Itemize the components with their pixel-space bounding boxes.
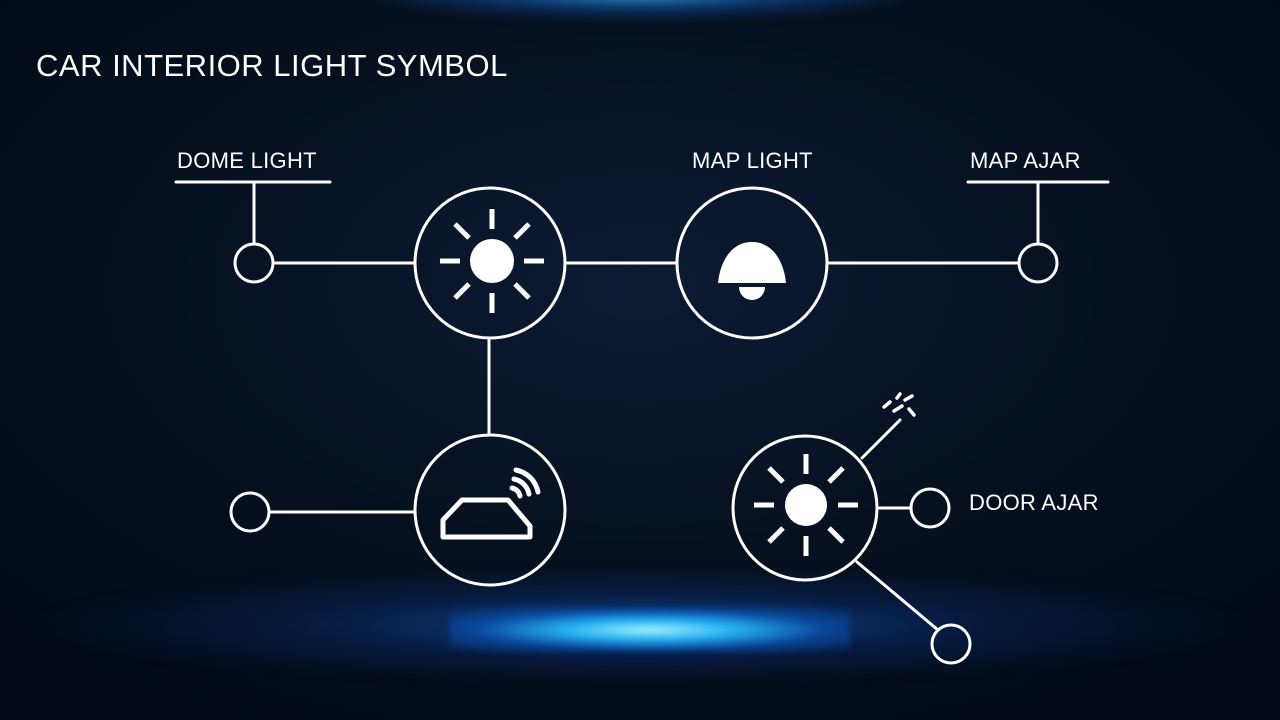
bell-lamp-icon	[718, 242, 786, 300]
map-light-node	[675, 186, 829, 340]
terminal-node	[909, 487, 951, 529]
terminal-node	[229, 491, 271, 533]
map-light-label: MAP LIGHT	[692, 148, 813, 173]
map-ajar-label: MAP AJAR	[970, 148, 1081, 173]
top-glow	[340, 0, 940, 20]
door-ajar-node	[731, 434, 879, 582]
sun-icon	[440, 209, 544, 313]
sun-icon	[754, 454, 858, 556]
terminal-node	[930, 623, 972, 665]
sparkle-icon	[882, 392, 916, 417]
connector-line	[855, 560, 940, 632]
page-title: CAR INTERIOR LIGHT SYMBOL	[36, 48, 508, 83]
terminal-node	[233, 242, 275, 284]
terminal-node	[1017, 242, 1059, 284]
dome-light-label: DOME LIGHT	[177, 148, 317, 173]
door-ajar-label: DOOR AJAR	[969, 490, 1099, 515]
bottom-glow-core	[450, 608, 850, 652]
door-node	[413, 433, 567, 587]
car-signal-icon	[440, 467, 541, 540]
connector-line	[860, 418, 902, 460]
dome-light-node	[413, 186, 567, 340]
